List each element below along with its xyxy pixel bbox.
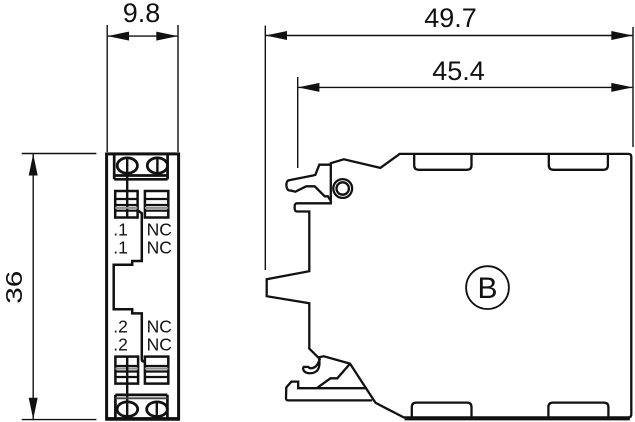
svg-text:.2: .2 xyxy=(113,335,128,355)
svg-text:NC: NC xyxy=(147,335,172,355)
svg-text:49.7: 49.7 xyxy=(424,3,477,33)
svg-text:NC: NC xyxy=(147,220,172,240)
svg-text:B: B xyxy=(477,272,497,305)
svg-text:.1: .1 xyxy=(113,237,128,257)
svg-text:36: 36 xyxy=(1,271,27,304)
svg-text:45.4: 45.4 xyxy=(432,56,485,86)
svg-text:.2: .2 xyxy=(113,317,128,337)
svg-text:.1: .1 xyxy=(113,220,128,240)
svg-text:9.8: 9.8 xyxy=(123,0,161,28)
svg-text:NC: NC xyxy=(147,317,172,337)
svg-text:NC: NC xyxy=(147,237,172,257)
